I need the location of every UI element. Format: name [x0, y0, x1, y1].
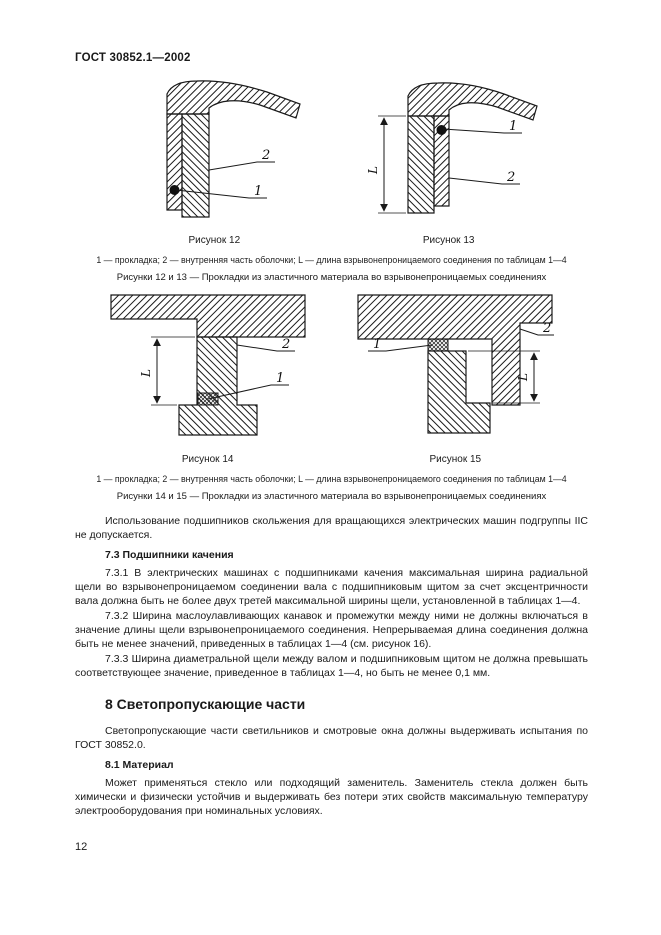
gasket-dot — [169, 185, 180, 195]
leader-line-1 — [368, 345, 432, 351]
part-label-2: 2 — [506, 170, 515, 185]
figure-14-drawing: L 2 1 — [93, 289, 323, 449]
content-column: ГОСТ 30852.1—2002 2 — [75, 52, 588, 819]
figure-13-drawing: L 1 2 — [366, 78, 544, 230]
part-label-2: 2 — [281, 337, 290, 352]
leader-line-2 — [449, 178, 520, 184]
document-number: ГОСТ 30852.1—2002 — [75, 52, 191, 64]
figures-12-13-group-caption: Рисунки 12 и 13 — Прокладки из эластично… — [116, 272, 547, 283]
heading-7-3: 7.3 Подшипники качения — [105, 549, 234, 561]
part-label-1: 1 — [276, 371, 284, 386]
paragraph-8-intro: Светопропускающие части светильников и с… — [75, 725, 588, 751]
heading-8-1: 8.1 Материал — [105, 759, 174, 771]
figures-12-13-legend: 1 — прокладка; 2 — внутренняя часть обол… — [96, 255, 567, 265]
leader-line-2 — [209, 162, 275, 170]
figure-15-drawing: 1 2 L — [340, 289, 570, 449]
figure-12-caption: Рисунок 12 — [188, 235, 241, 246]
dim-label-L: L — [366, 166, 380, 175]
outer-shell-block — [358, 295, 552, 405]
figures-14-15-legend: 1 — прокладка; 2 — внутренняя часть обол… — [96, 474, 567, 484]
figure-15: 1 2 L Рисунок 15 — [340, 289, 570, 465]
figure-15-caption: Рисунок 15 — [429, 454, 482, 465]
shell-spigot — [167, 114, 182, 210]
figures-row-12-13: 2 1 Рисунок 12 L — [75, 78, 588, 246]
part-label-1: 1 — [254, 184, 262, 199]
figure-12-drawing: 2 1 — [119, 78, 309, 230]
leader-line-2 — [520, 329, 554, 335]
leader-line-2 — [237, 345, 295, 351]
page-number: 12 — [75, 841, 88, 853]
outer-shell-block — [111, 295, 305, 337]
leader-line-1 — [443, 129, 522, 133]
inner-part — [408, 116, 434, 213]
leader-line-1 — [176, 190, 267, 198]
leader-line-1 — [208, 385, 289, 399]
part-label-2: 2 — [261, 148, 270, 163]
paragraph-bearings-intro: Использование подшипников скольжения для… — [75, 515, 588, 541]
paragraph-7-3-2: 7.3.2 Ширина маслоулавливающих канавок и… — [75, 610, 588, 650]
inner-part — [182, 114, 209, 217]
part-label-1: 1 — [509, 119, 517, 134]
paragraph-7-3-3: 7.3.3 Ширина диаметральной щели между ва… — [75, 653, 588, 679]
part-label-2: 2 — [542, 321, 551, 336]
figure-13-caption: Рисунок 13 — [422, 235, 475, 246]
figure-13: L 1 2 Рисунок 13 — [354, 78, 544, 246]
dim-label-L: L — [516, 373, 530, 382]
dim-label-L: L — [139, 369, 153, 378]
inner-part — [179, 337, 257, 435]
gasket-dot — [436, 125, 447, 135]
inner-part — [428, 351, 490, 433]
figures-14-15-group-caption: Рисунки 14 и 15 — Прокладки из эластично… — [116, 491, 547, 502]
part-label-1: 1 — [373, 337, 381, 352]
figure-14-caption: Рисунок 14 — [181, 454, 234, 465]
outer-shell-cap — [408, 83, 537, 120]
outer-shell-cap — [167, 81, 300, 118]
figure-14: L 2 1 Рисунок 14 — [93, 289, 323, 465]
paragraph-8-1: Может применяться стекло или подходящий … — [75, 777, 588, 817]
figure-12: 2 1 Рисунок 12 — [119, 78, 309, 246]
heading-8: 8 Светопропускающие части — [105, 696, 306, 712]
paragraph-7-3-1: 7.3.1 В электрических машинах с подшипни… — [75, 567, 588, 607]
figures-row-14-15: L 2 1 Рисунок 14 — [75, 289, 588, 465]
